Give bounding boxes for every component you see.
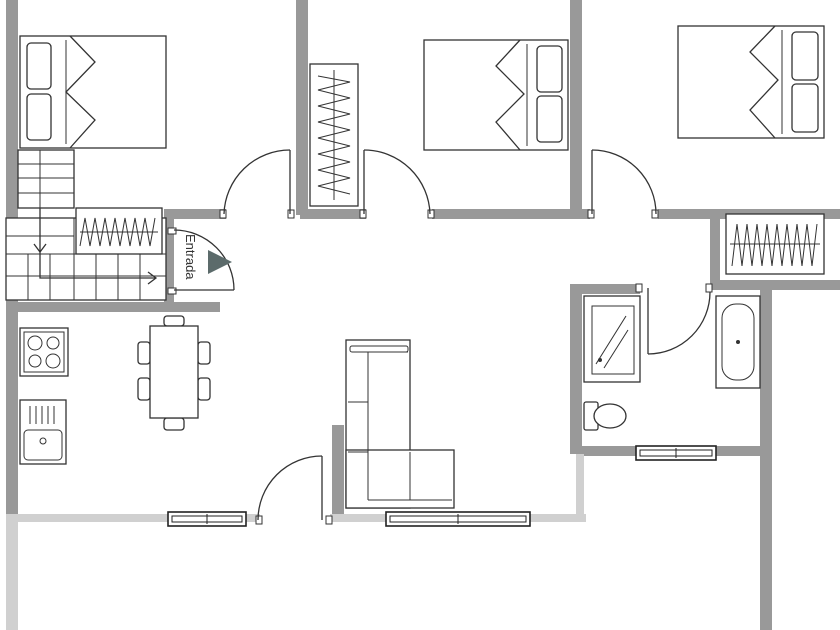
bedroom-1-door xyxy=(219,149,295,219)
south-wall-step xyxy=(576,454,584,522)
stair-wall-vertical xyxy=(164,209,174,309)
pillow xyxy=(26,42,52,90)
bath-left-wall xyxy=(570,284,582,454)
pillow xyxy=(536,95,563,143)
pillow xyxy=(536,45,563,93)
south-wall-center xyxy=(330,514,388,522)
south-wall-right xyxy=(530,514,586,522)
bedroom-divider-wall-1 xyxy=(296,0,308,215)
window-living xyxy=(385,511,531,527)
toilet xyxy=(583,401,627,431)
bathtub xyxy=(715,295,761,389)
hall-wall-left xyxy=(164,209,226,219)
sofa-partition-wall xyxy=(332,425,344,517)
stair-direction-arrow xyxy=(39,208,155,279)
bedroom-3-door xyxy=(587,149,659,219)
cooktop xyxy=(19,327,69,377)
hall-wall-right xyxy=(432,209,590,219)
wardrobe-bedroom-2 xyxy=(309,63,359,207)
wardrobe-right xyxy=(725,213,825,275)
pillow xyxy=(26,93,52,141)
right-outer-wall xyxy=(760,284,772,630)
living-room-door xyxy=(255,455,333,525)
lower-left-wall xyxy=(6,520,18,630)
bath-bottom-wall-left xyxy=(582,446,636,456)
shower xyxy=(583,295,641,383)
closet-bottom-wall xyxy=(710,280,840,290)
window-kitchen xyxy=(167,511,247,527)
south-wall-mid xyxy=(246,514,260,522)
bed-3 xyxy=(677,25,825,139)
chair xyxy=(197,341,211,365)
entrance-door xyxy=(167,227,235,295)
kitchen-sink xyxy=(19,399,67,465)
south-wall-left xyxy=(6,514,168,522)
bedroom-2-door xyxy=(359,149,435,219)
corner-sofa xyxy=(345,339,455,509)
chair xyxy=(197,377,211,401)
wardrobe-hall xyxy=(75,207,163,255)
chair xyxy=(137,377,151,401)
pillow xyxy=(791,83,819,133)
bath-bottom-wall-right xyxy=(716,446,766,456)
bedroom-divider-wall-2 xyxy=(570,0,582,215)
chair xyxy=(137,341,151,365)
chair xyxy=(163,315,185,327)
kitchen-top-wall xyxy=(6,302,220,312)
hall-wall-mid xyxy=(300,209,366,219)
pillow xyxy=(791,31,819,81)
bath-top-wall xyxy=(570,284,640,294)
entrance-label: Entrada xyxy=(183,234,198,280)
bed-2 xyxy=(423,39,569,151)
dining-table xyxy=(137,315,211,431)
window-bathroom xyxy=(635,445,717,461)
entrance-arrow-icon xyxy=(208,250,232,274)
chair xyxy=(163,417,185,431)
bathroom-door xyxy=(635,283,713,355)
closet-left-wall xyxy=(710,209,720,285)
bed-1 xyxy=(19,35,167,149)
